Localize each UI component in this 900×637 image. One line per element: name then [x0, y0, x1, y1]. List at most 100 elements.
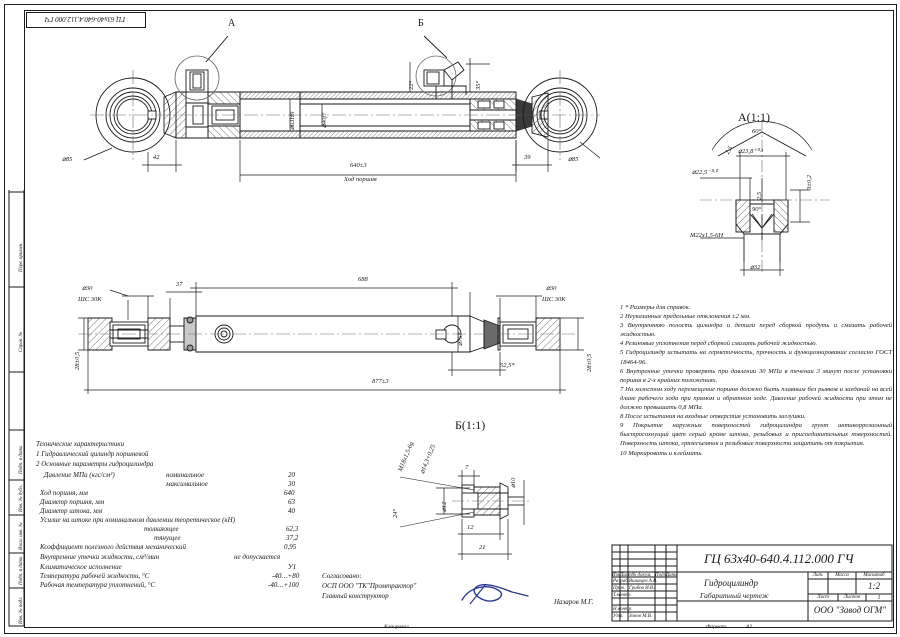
spec-label: Рабочая температура уплотнений, °С: [40, 581, 156, 589]
dim-a-seat-angle: 90°: [752, 206, 762, 213]
tb-col-doc: № докум.: [631, 573, 652, 578]
spec-value: 0,95: [284, 543, 297, 551]
title-block-designation: ГЦ 63х40-640.4.112.000 ГЧ: [704, 551, 854, 566]
note-item: 1 * Размеры для справок.: [620, 304, 691, 311]
corner-designation-box: [26, 12, 146, 28]
note-item: 4 Резиновые уплотнения перед сборкой сма…: [620, 340, 818, 348]
spec-label: Диаметр поршня, мм: [40, 498, 105, 506]
spec-value: не допускается: [234, 553, 281, 561]
spec-value: -40…+80: [272, 572, 300, 580]
specs-line-2: 2 Основные параметры гидроцилиндра: [36, 460, 154, 468]
spec-label: Ход поршня, мм: [40, 489, 88, 497]
dim-a-dia-238: ⌀23,8⁺⁰·³: [738, 148, 763, 155]
tb-mass-label: Масса: [835, 573, 849, 578]
approval-line-3: Главный конструктор: [322, 592, 389, 600]
note-item: 5 Гидроцилиндр испытать на герметичность…: [620, 349, 892, 366]
spec-row: Ход поршня, мм 640: [36, 489, 318, 498]
tb-sheets-value: 1: [877, 595, 881, 601]
spec-value: 62,3: [286, 525, 299, 533]
title-block-product-name: Гидроцилиндр: [704, 578, 758, 588]
dim-eye-bore-right: ⌀30: [546, 285, 557, 292]
spec-value: 40: [288, 507, 295, 515]
spec-label: Диаметр штока, мм: [40, 507, 103, 515]
dim-a-cone-angle: 60°: [752, 128, 762, 135]
dim-b-len-21: 21: [479, 544, 486, 551]
dim-bearing-right: ШС 30К: [542, 296, 566, 303]
title-block-subtitle: Габаритный чертеж: [700, 591, 769, 600]
detail-b-title: Б(1:1): [455, 418, 486, 432]
note-item: 8 После испытания на входные отверстия у…: [620, 413, 806, 421]
spec-value: 63: [288, 498, 295, 506]
tb-col-sign: Подп.: [655, 573, 668, 578]
spec-row: Усилие на штоке при номинальном давлении…: [36, 516, 318, 525]
sheet-outer-frame: [4, 4, 897, 634]
note-item: 6 Внутренние утечки проверять при давлен…: [620, 367, 892, 384]
note-item: 3 Внутреннюю полость цилиндра и детали п…: [620, 322, 892, 339]
specs-table: Давление МПа (кгс/см²) номинальное 20 ма…: [36, 471, 318, 590]
spec-row: Диаметр штока, мм 40: [36, 507, 318, 516]
spec-value: 30: [288, 480, 295, 488]
tb-role-4: Н.контр.: [613, 607, 633, 612]
tb-name-0: Вшивцев А.В.: [629, 579, 658, 584]
dim-stroke-label: Ход поршня: [344, 176, 377, 183]
spec-row: Температура рабочей жидкости, °С -40…+80: [36, 572, 318, 581]
spec-value: 640: [284, 489, 295, 497]
note-item: 7 На холостом ходу перемещение поршня до…: [620, 385, 892, 412]
approval-line-1: Согласовано:: [322, 572, 362, 580]
specs-title: Технические характеристики: [36, 440, 125, 448]
spec-label: Внутренние утечки жидкости, см³/мин: [40, 553, 160, 561]
spec-label: Температура рабочей жидкости, °С: [40, 572, 150, 580]
dim-stroke: 640±3: [350, 162, 367, 169]
tb-sheets-label: Листов: [843, 595, 861, 600]
footer-format-value: А2: [746, 624, 753, 630]
note-item: 10 Маркировать и клеймить.: [620, 449, 704, 457]
spec-row: Диаметр поршня, мм 63: [36, 498, 318, 507]
dim-a-dia-32: ⌀32: [750, 264, 761, 271]
technical-notes: 1 * Размеры для справок. 2 Неуказанные п…: [620, 303, 892, 458]
spec-row: Внутренние утечки жидкости, см³/мин не д…: [36, 552, 318, 563]
dim-left-length: 42: [153, 154, 160, 161]
approval-block: Согласовано: ОСП ООО "ТК"Промтрактор" Гл…: [322, 572, 416, 600]
spec-value: 37,2: [286, 534, 299, 542]
spec-value: У1: [288, 563, 297, 571]
tb-name-1: Грибов И.В.: [629, 586, 655, 591]
spec-row: тянущее 37,2: [36, 534, 318, 543]
footer-format-label: Формат: [706, 624, 726, 630]
spec-sub: тянущее: [154, 534, 181, 542]
tb-lit-label: Лит.: [812, 573, 824, 578]
section-callout-a: А: [228, 18, 236, 29]
spec-label: Усилие на штоке при номинальном давлении…: [40, 516, 236, 524]
dim-total-len: 877±3: [372, 378, 389, 385]
spec-label: Давление МПа (кгс/см²): [44, 471, 115, 479]
spec-sub: толкающее: [144, 525, 179, 533]
approval-line-2: ОСП ООО "ТК"Промтрактор": [322, 582, 417, 590]
spec-row: максимальное 30: [36, 480, 318, 489]
tb-col-list: Лист: [620, 573, 632, 578]
dim-len-688: 688: [358, 276, 368, 283]
spec-row: толкающее 62,3: [36, 525, 318, 534]
tb-scale-label: Масштаб: [863, 573, 885, 578]
note-item: 9 Покрытие наружных поверхностей гидроци…: [620, 422, 892, 448]
tb-sheet-label: Лист: [817, 595, 829, 600]
specs-line-1: 1 Гидравлический цилиндр поршневой: [36, 450, 149, 458]
tb-role-2: Т.контр.: [613, 593, 632, 598]
dim-right-eye-dia: ⌀85: [568, 156, 579, 163]
spec-label: Климатическое исполнение: [40, 563, 122, 571]
dim-left-eye-dia: ⌀85: [62, 156, 73, 163]
spec-sub: максимальное: [166, 480, 208, 488]
dim-flange: 37: [176, 281, 183, 288]
dim-a-thread: М22х1,5-6Н: [690, 232, 724, 239]
detail-a-title: А(1:1): [738, 110, 770, 124]
spec-value: 20: [288, 471, 295, 479]
tb-role-1: Пров.: [613, 586, 626, 591]
tb-scale-value: 1:2: [868, 581, 880, 591]
dim-b-len-12: 12: [467, 524, 474, 531]
tb-role-5: Утв.: [613, 614, 624, 619]
